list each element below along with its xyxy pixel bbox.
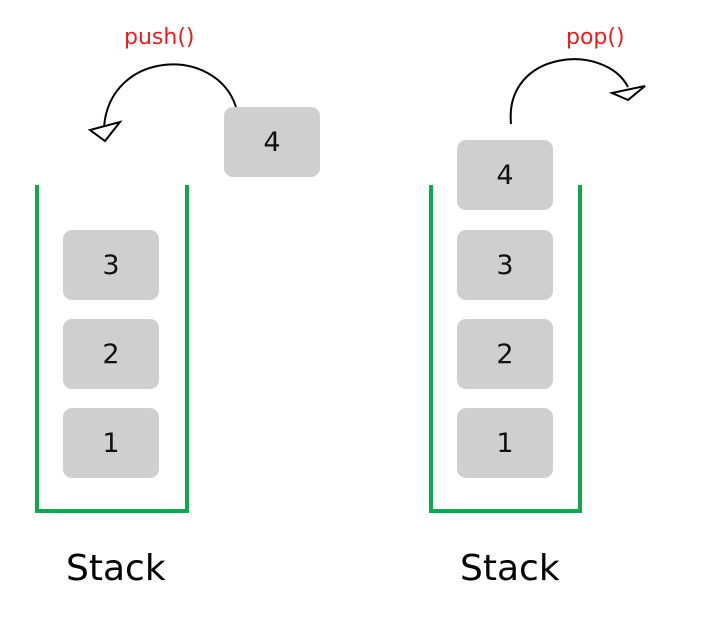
push-stack-item-value: 1 <box>102 427 120 459</box>
pop-stack-item: 1 <box>457 408 553 478</box>
push-incoming-value: 4 <box>263 126 281 158</box>
push-incoming-box: 4 <box>224 107 320 177</box>
push-stack-container <box>35 185 189 513</box>
pop-operation-label: pop() <box>566 25 625 50</box>
push-stack-item-value: 2 <box>102 338 120 370</box>
pop-stack-item-value: 1 <box>496 427 514 459</box>
pop-stack-item-value: 2 <box>496 338 514 370</box>
pop-stack-item-value: 4 <box>496 159 514 191</box>
pop-stack-item: 2 <box>457 319 553 389</box>
push-stack-caption: Stack <box>66 548 166 589</box>
pop-arrow-curve <box>509 58 629 125</box>
push-stack-item: 1 <box>63 408 159 478</box>
push-arrow-head <box>87 120 123 143</box>
push-stack-item: 3 <box>63 230 159 300</box>
push-stack-item: 2 <box>63 319 159 389</box>
pop-stack-container <box>429 185 582 513</box>
push-stack-item-value: 3 <box>102 249 120 281</box>
pop-stack-item: 3 <box>457 230 553 300</box>
pop-stack-caption: Stack <box>460 548 560 589</box>
push-operation-label: push() <box>124 25 195 50</box>
pop-arrow-head <box>608 85 646 102</box>
pop-stack-item: 4 <box>457 140 553 210</box>
push-arrow-curve <box>103 63 237 128</box>
pop-stack-item-value: 3 <box>496 249 514 281</box>
